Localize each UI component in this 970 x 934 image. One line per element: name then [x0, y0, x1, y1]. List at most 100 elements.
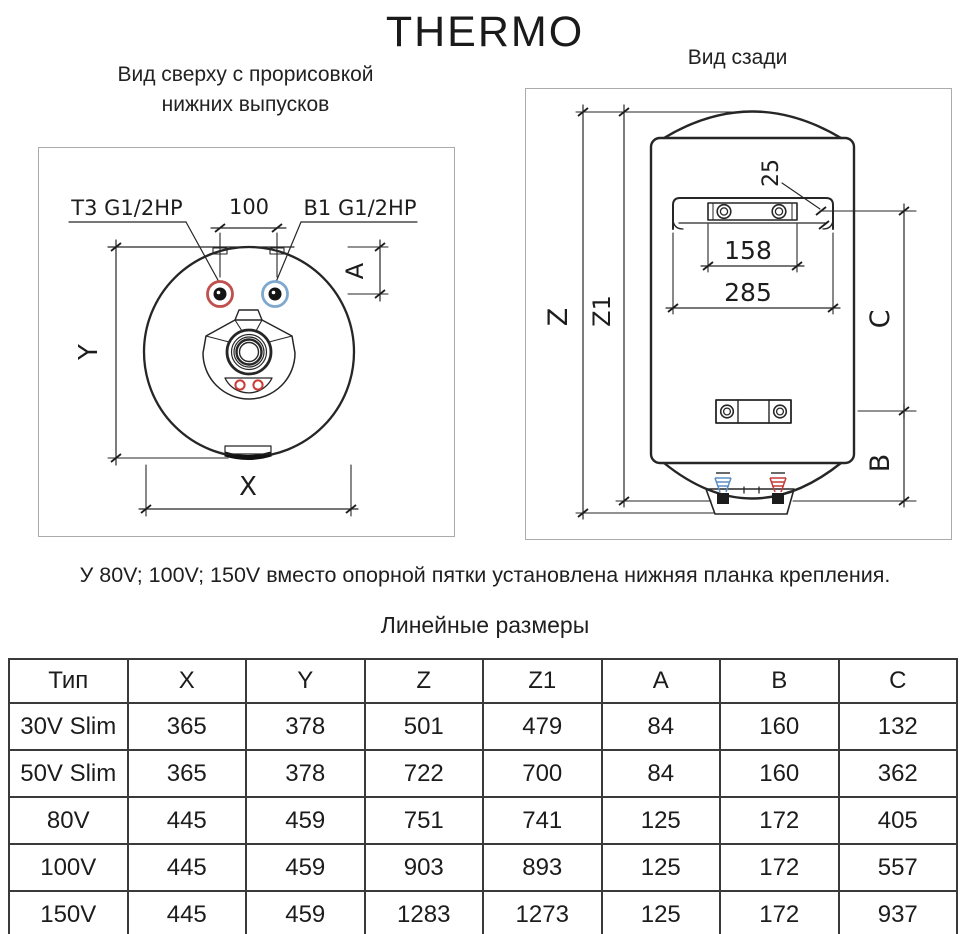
cold-inlet-pipe: [714, 472, 732, 504]
table-cell: 30V Slim: [8, 702, 129, 751]
dim-x: X: [138, 464, 359, 517]
table-header-cell: Тип: [8, 658, 129, 704]
dim-285: 285: [665, 232, 841, 315]
table-cell: 937: [837, 890, 958, 934]
table-cell: 445: [126, 890, 247, 934]
top-dome: [662, 110, 843, 140]
back-view-drawing: 25 158 285: [525, 88, 952, 540]
dim-25-text: 25: [759, 159, 784, 187]
table-header-cell: Y: [245, 658, 366, 704]
table-cell: 459: [245, 843, 366, 892]
table-cell: 50V Slim: [8, 749, 129, 798]
terminal-dot-right: [252, 379, 264, 391]
hot-port-label: T3 G1/2HP: [70, 196, 182, 220]
table-cell: 172: [719, 890, 840, 934]
table-cell: 903: [363, 843, 484, 892]
dim-100-text: 100: [229, 195, 269, 219]
table-cell: 80V: [8, 796, 129, 845]
upper-bracket: [672, 197, 834, 230]
table-cell: 557: [837, 843, 958, 892]
table-cell: 172: [719, 843, 840, 892]
dim-z1: Z1: [588, 104, 712, 508]
table-cell: 84: [600, 702, 721, 751]
heater-flange: [202, 309, 296, 400]
hot-port: [206, 280, 234, 308]
port-leaders: [68, 221, 418, 283]
dim-y: Y: [74, 239, 229, 466]
pipe-stub-right: [269, 247, 285, 255]
table-title: Линейные размеры: [380, 612, 590, 638]
table-cell: 172: [719, 796, 840, 845]
page-title: THERMO: [385, 8, 585, 56]
table-cell: 501: [363, 702, 484, 751]
top-view-caption-line2: нижних выпусков: [161, 93, 330, 116]
cold-pipe-nut: [717, 493, 729, 504]
table-header-cell: Z1: [482, 658, 603, 704]
table-cell: 150V: [8, 890, 129, 934]
table-cell: 84: [600, 749, 721, 798]
dim-158: 158: [700, 223, 805, 273]
support-foot: [224, 445, 272, 460]
table-cell: 365: [126, 749, 247, 798]
table-cell: 125: [600, 890, 721, 934]
dim-x-text: X: [239, 472, 257, 502]
dim-z-text: Z: [543, 308, 574, 327]
table-header-cell: A: [600, 658, 721, 704]
table-cell: 741: [482, 796, 603, 845]
dim-b: B: [792, 403, 917, 508]
top-view-caption: Вид сверху с прорисовкой нижних выпусков: [38, 60, 453, 120]
dim-a: A: [341, 239, 389, 302]
dim-z1-text: Z1: [588, 295, 616, 327]
terminal-cover: [224, 377, 273, 394]
dim-y-text: Y: [74, 344, 104, 361]
tank-circle: [142, 245, 356, 459]
table-cell: 1273: [482, 890, 603, 934]
dim-c: C: [837, 203, 917, 419]
dim-100: 100: [210, 195, 287, 278]
table-cell: 365: [126, 702, 247, 751]
table-header-cell: C: [837, 658, 958, 704]
back-view-caption: Вид сзади: [687, 46, 788, 69]
dim-z: Z: [543, 104, 759, 520]
table-cell: 378: [245, 702, 366, 751]
table-cell: 459: [245, 796, 366, 845]
table-cell: 751: [363, 796, 484, 845]
cold-port-label: B1 G1/2HP: [304, 196, 417, 220]
dim-b-text: B: [865, 454, 896, 473]
table-cell: 160: [719, 702, 840, 751]
table-cell: 459: [245, 890, 366, 934]
dim-a-text: A: [341, 262, 369, 279]
table-cell: 405: [837, 796, 958, 845]
table-cell: 132: [837, 702, 958, 751]
top-view-caption-line1: Вид сверху с прорисовкой: [117, 63, 374, 86]
back-view-svg: 25 158 285: [543, 104, 917, 520]
dim-158-text: 158: [724, 236, 772, 265]
table-cell: 100V: [8, 843, 129, 892]
pipe-stub-left: [212, 247, 228, 255]
table-cell: 378: [245, 749, 366, 798]
table-cell: 125: [600, 843, 721, 892]
table-cell: 362: [837, 749, 958, 798]
cold-port: [261, 280, 289, 308]
table-cell: 445: [126, 843, 247, 892]
top-view-svg: T3 G1/2HP B1 G1/2HP 100 A: [68, 195, 418, 517]
bottom-dome: [662, 461, 843, 500]
flange-ring-outer: [225, 328, 273, 376]
table-cell: 722: [363, 749, 484, 798]
bottom-cover: [705, 486, 795, 515]
table-cell: 700: [482, 749, 603, 798]
lower-bracket: [715, 399, 792, 424]
table-cell: 125: [600, 796, 721, 845]
dim-285-text: 285: [724, 278, 772, 307]
dim-25: 25: [759, 159, 845, 230]
